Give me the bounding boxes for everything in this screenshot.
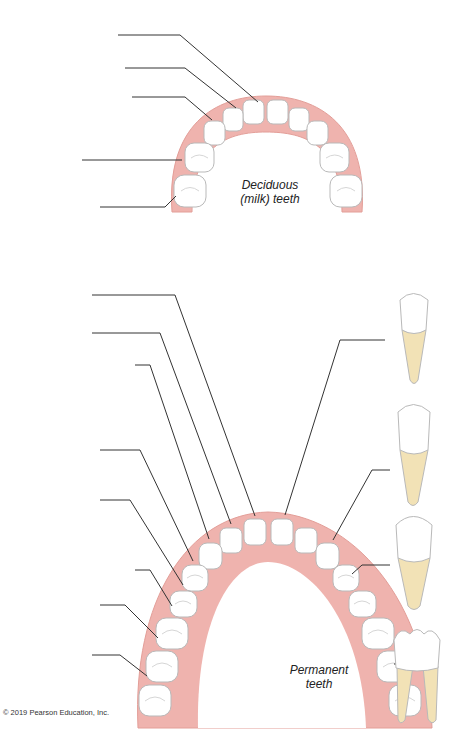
permanent-arch	[138, 512, 432, 728]
leader-lines	[92, 295, 412, 676]
copyright-note: © 2019 Pearson Education, Inc.	[3, 708, 109, 717]
deciduous-arch	[172, 96, 363, 212]
arch-title: Deciduous (milk) teeth	[228, 178, 312, 206]
side-teeth	[394, 294, 440, 723]
arch-title: Permanent teeth	[283, 663, 355, 691]
leader-lines	[82, 35, 258, 207]
